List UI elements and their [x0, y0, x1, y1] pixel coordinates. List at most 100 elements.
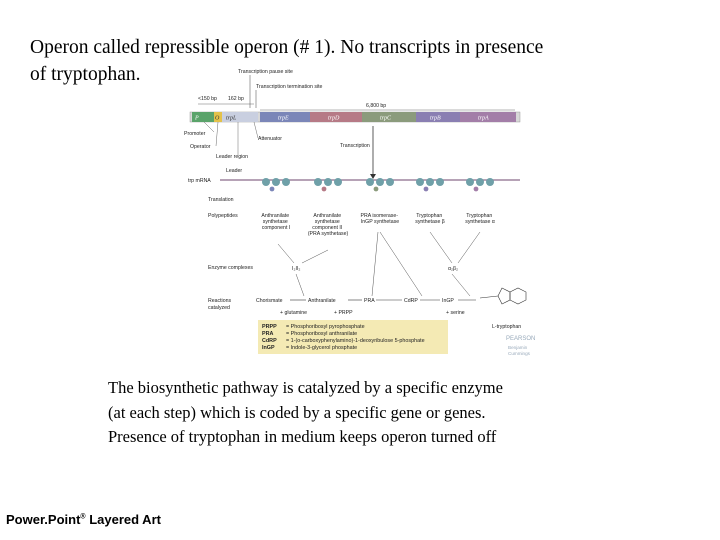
- ingp: InGP: [442, 298, 454, 304]
- complex-line: [429, 231, 453, 264]
- catalysis-line: [295, 273, 305, 297]
- polypeptide-trpA: Tryptophan synthetase α: [465, 213, 495, 225]
- ribosome: [262, 178, 270, 186]
- key-text: = Phosphoribosyl pyrophosphate: [286, 324, 365, 330]
- publisher-line: Cummings: [508, 351, 531, 356]
- trpD-label: trpD: [328, 116, 340, 122]
- polypeptide-trpC: PRA isomerase- InGP synthetase: [361, 213, 400, 225]
- publisher-line: Benjamin: [508, 345, 528, 350]
- trp-operon-diagram: Transcription pause site Transcription t…: [184, 69, 535, 356]
- polypeptide-trpB: Tryptophan synthetase β: [415, 213, 445, 225]
- trp-mrna-label: trp mRNA: [188, 178, 211, 184]
- transcription-arrowhead: [370, 174, 376, 179]
- trpD-box: [310, 112, 362, 122]
- ribosome: [386, 178, 394, 186]
- bp162-label: 162 bp: [228, 96, 244, 102]
- translation-label: Translation: [208, 197, 234, 203]
- complex-anthranilate-synthetase: I₂II₂: [292, 266, 300, 272]
- prpp: + PRPP: [334, 310, 353, 316]
- ribosome: [324, 178, 332, 186]
- promoter-box: [192, 112, 214, 122]
- key-text: = Indole-3-glycerol phosphate: [286, 345, 357, 351]
- serine: + serine: [446, 310, 465, 316]
- complex-line: [457, 231, 481, 264]
- operator-label: Operator: [190, 144, 211, 150]
- termination-site-label: Transcription termination site: [256, 84, 323, 90]
- attenuator-label: Attenuator: [258, 136, 282, 142]
- promoter-pointer: [203, 121, 215, 133]
- catalysis-line: [379, 231, 423, 297]
- ribosome: [366, 178, 374, 186]
- ribosomes: [262, 178, 494, 192]
- chorismate: Chorismate: [256, 298, 283, 304]
- nascent-polypeptide: [373, 186, 379, 192]
- trpA-label: trpA: [478, 116, 489, 122]
- polypeptide-trpD: Anthranilate synthetase component II (PR…: [308, 213, 349, 237]
- footer-text-rest: Layered Art: [85, 512, 161, 527]
- ribosome: [436, 178, 444, 186]
- operator-box: [214, 112, 222, 122]
- publisher-logo: PEARSON: [506, 336, 535, 342]
- slide-caption: The biosynthetic pathway is catalyzed by…: [108, 376, 668, 450]
- nascent-polypeptide: [269, 186, 275, 192]
- glutamine: + glutamine: [280, 310, 307, 316]
- ptrp-label: P: [194, 116, 199, 122]
- catalyzed-label: catalyzed: [208, 305, 230, 311]
- attenuator-pointer: [253, 121, 259, 139]
- ribosome: [376, 178, 384, 186]
- ribosome: [426, 178, 434, 186]
- ribosome: [476, 178, 484, 186]
- ribosome: [282, 178, 290, 186]
- trpB-label: trpB: [430, 116, 441, 122]
- trpE-box: [260, 112, 310, 122]
- ribosome: [486, 178, 494, 186]
- trpL-label: trpL: [226, 116, 237, 122]
- indole-structure: [479, 287, 527, 305]
- ribosome: [334, 178, 342, 186]
- powerpoint-layered-art-footer: Power.Point® Layered Art: [6, 512, 161, 527]
- footer-registered-mark: ®: [80, 513, 86, 521]
- key-text: = 1-(o-carboxyphenylamino)-1-deoxyribulo…: [286, 338, 425, 344]
- complex-line: [277, 243, 295, 264]
- key-text: = Phosphoribosyl anthranilate: [286, 331, 357, 337]
- cdrp: CdRP: [404, 298, 418, 304]
- enzyme-complexes-label: Enzyme complexes: [208, 265, 253, 271]
- pause-site-label: Transcription pause site: [238, 69, 293, 75]
- slide-title: Operon called repressible operon (# 1). …: [30, 34, 690, 88]
- key-abbr: InGP: [262, 345, 275, 351]
- promoter-label: Promoter: [184, 131, 206, 137]
- nascent-polypeptide: [321, 186, 327, 192]
- polypeptide-trpE: Anthranilate synthetase component I: [261, 213, 290, 231]
- leader-region-label: Leader region: [216, 154, 248, 160]
- key-abbr: CdRP: [262, 338, 277, 344]
- trpB-box: [416, 112, 460, 122]
- title-line-2: of tryptophan.: [30, 64, 141, 85]
- trpA-box: [460, 112, 516, 122]
- reactions-label: Reactions: [208, 298, 231, 304]
- title-line-1: Operon called repressible operon (# 1). …: [30, 37, 544, 58]
- abbreviation-key: [258, 320, 448, 354]
- key-abbr: PRA: [262, 331, 273, 337]
- ribosome: [416, 178, 424, 186]
- caption-line-2: (at each step) which is coded by a speci…: [108, 402, 486, 422]
- nascent-polypeptide: [423, 186, 429, 192]
- caption-line-3: Presence of tryptophan in medium keeps o…: [108, 427, 497, 446]
- trpC-label: trpC: [380, 116, 392, 122]
- bp6800-label: 6,800 bp: [366, 103, 386, 109]
- ribosome: [314, 178, 322, 186]
- footer-text: Power.Point: [6, 512, 81, 527]
- ribosome: [272, 178, 280, 186]
- trpL-box: [222, 112, 258, 122]
- l-tryptophan: L-tryptophan: [492, 324, 521, 330]
- trpE-label: trpE: [278, 116, 289, 122]
- operator-gene-label: O: [215, 116, 220, 122]
- pra: PRA: [364, 298, 375, 304]
- trpC-box: [362, 112, 416, 122]
- polypeptides-label: Polypeptides: [208, 213, 238, 219]
- anthranilate: Anthranilate: [308, 298, 336, 304]
- ribosome: [466, 178, 474, 186]
- caption-line-1: The biosynthetic pathway is catalyzed by…: [108, 378, 503, 397]
- transcription-label: Transcription: [340, 143, 370, 149]
- complex-line: [301, 249, 329, 264]
- operator-pointer: [215, 121, 219, 147]
